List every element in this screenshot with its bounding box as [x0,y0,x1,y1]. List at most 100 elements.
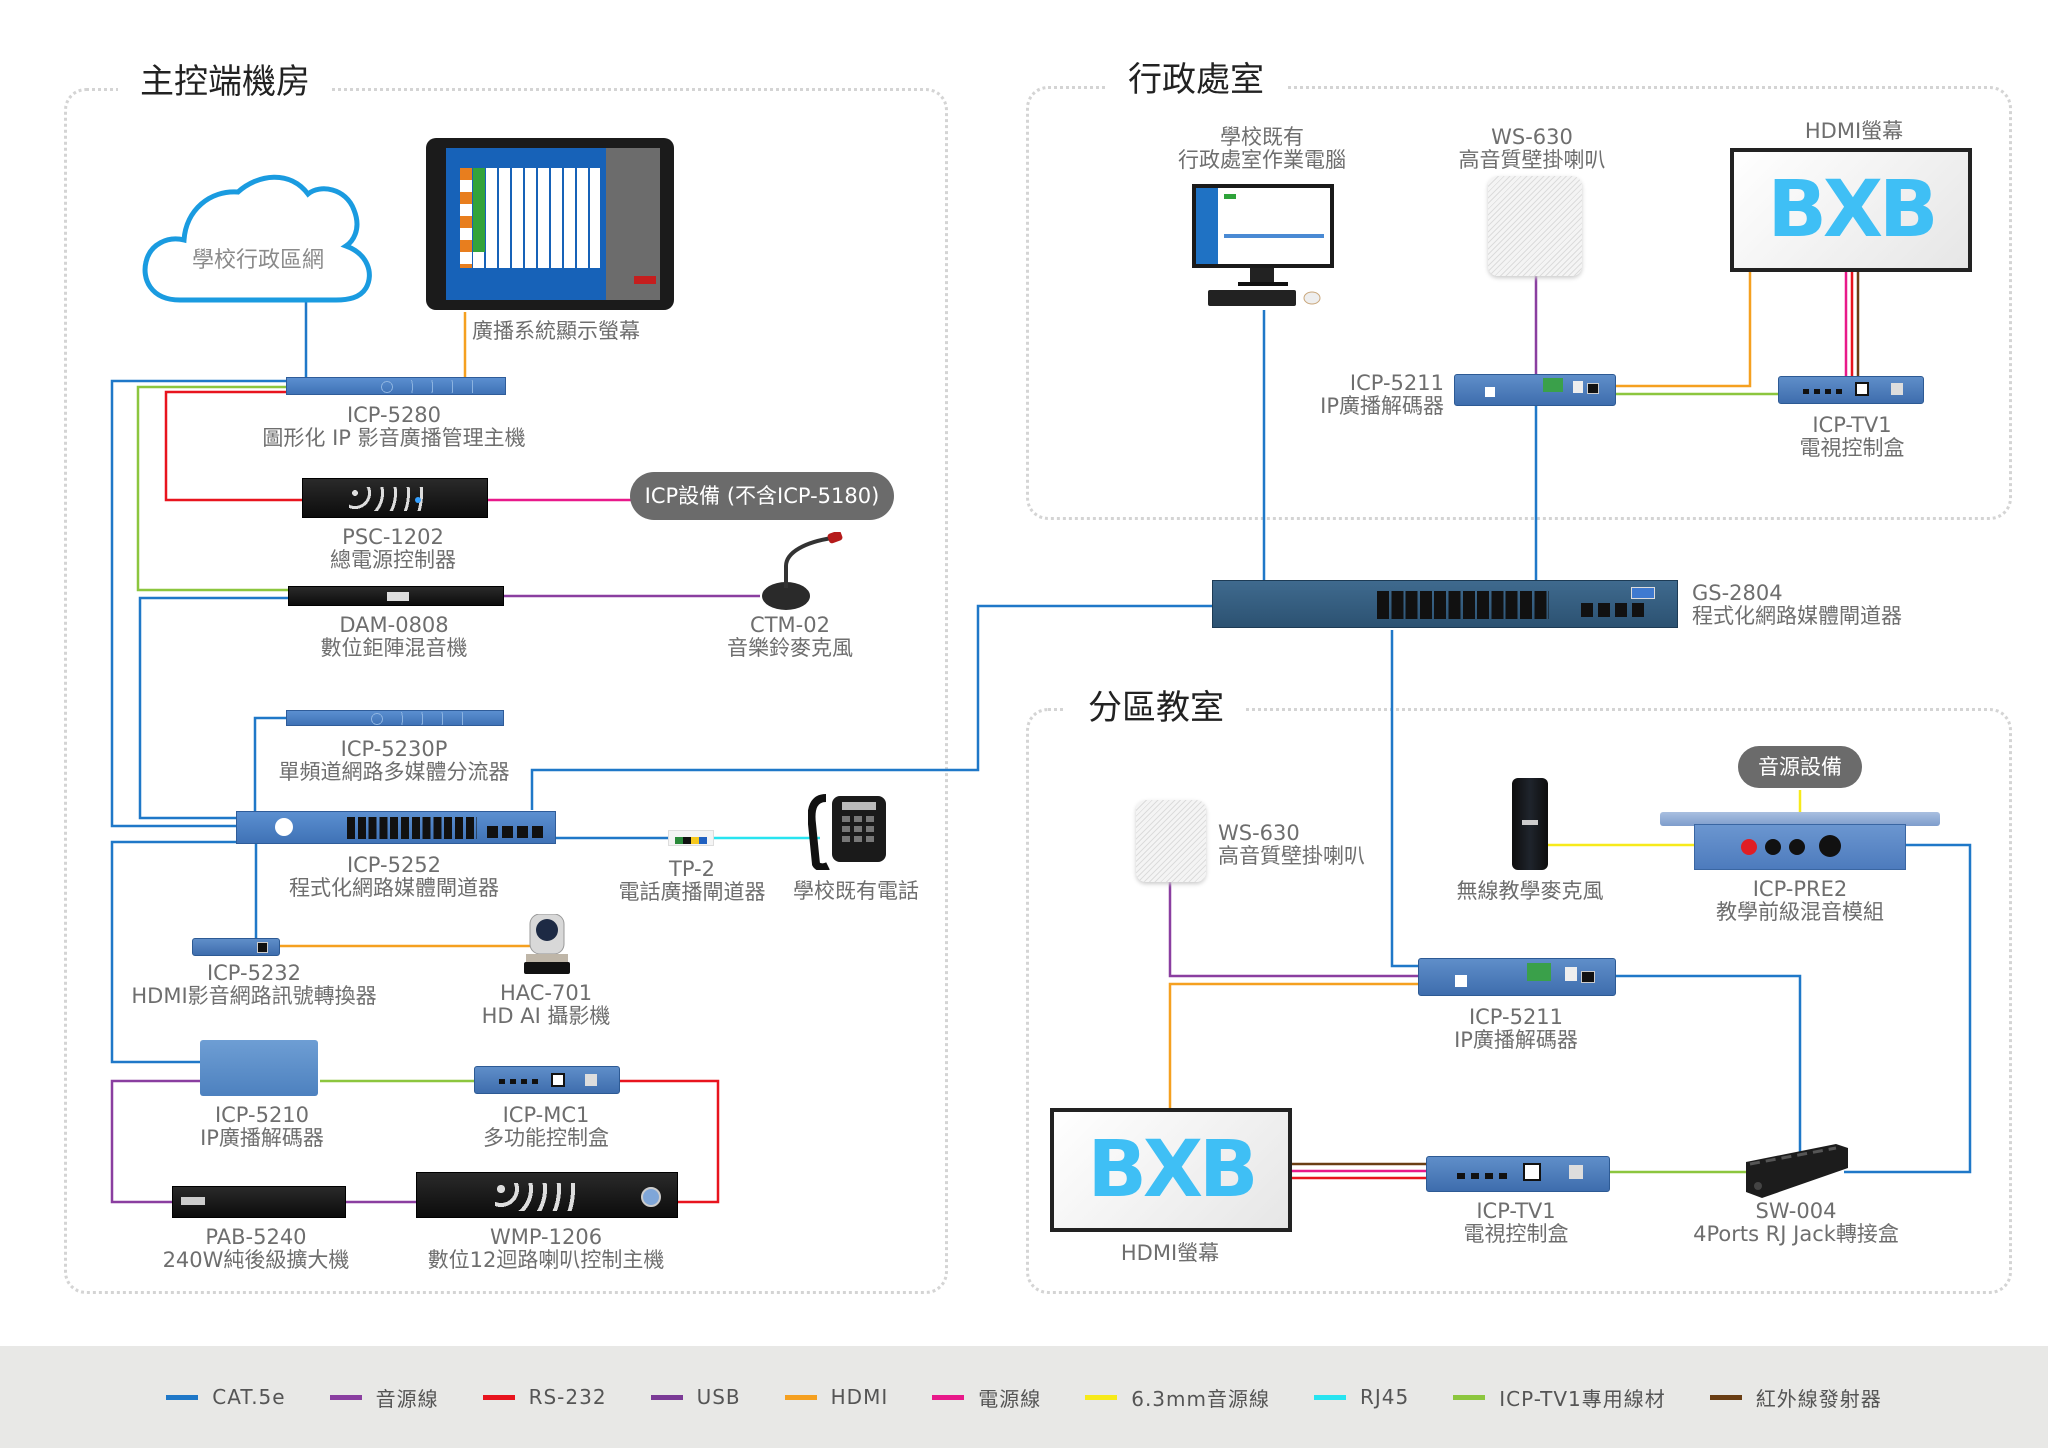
icp-5252-label: ICP-5252 程式化網路媒體閘道器 [289,854,499,900]
icp-5252-model: ICP-5252 [346,853,442,877]
wire-rs232-mc1-wmp [618,1079,720,1204]
hac-701-camera-icon [524,914,570,974]
icp-5280-device[interactable] [286,377,506,395]
icp-5232-device[interactable] [192,938,280,956]
admin-ws-630-desc: 高音質壁掛喇叭 [1458,148,1606,172]
psc-1202-label: PSC-1202 總電源控制器 [330,526,456,572]
icp-5230p-device[interactable] [286,710,504,726]
admin-icp-5211-device[interactable] [1454,374,1616,406]
admin-hdmi-screen: BXB [1730,148,1972,272]
icp-5210-device[interactable] [200,1040,318,1096]
admin-ws-630-label: WS-630 高音質壁掛喇叭 [1459,126,1606,172]
classroom-icp-5211-desc: IP廣播解碼器 [1454,1028,1578,1052]
gs-2804-device[interactable] [1212,580,1678,628]
legend-item: RJ45 [1314,1385,1409,1409]
icp-5230p-desc: 單頻道網路多媒體分流器 [278,760,510,784]
dam-0808-desc: 數位鉅陣混音機 [320,636,468,660]
legend-item: 電源線 [932,1383,1041,1412]
classroom-screen-logo: BXB [1087,1125,1258,1215]
legend-swatch [329,1394,362,1400]
legend-label: USB [696,1385,741,1409]
legend-label: 紅外線發射器 [1755,1386,1882,1411]
legend-swatch [482,1394,515,1400]
sw-004-jack-box-icon [1746,1144,1848,1198]
wmp-1206-label: WMP-1206 數位12迴路喇叭控制主機 [428,1226,665,1272]
icp-mc1-device[interactable] [474,1066,620,1094]
icp-5280-label: ICP-5280 圖形化 IP 影音廣播管理主機 [262,404,525,450]
wmp-1206-desc: 數位12迴路喇叭控制主機 [427,1248,665,1272]
icp-pre2-desc: 教學前級混音模組 [1716,900,1884,924]
classroom-icp-tv1-desc: 電視控制盒 [1463,1222,1569,1246]
tp-2-model: TP-2 [669,857,715,881]
pab-5240-device[interactable] [172,1186,346,1218]
classroom-icp-tv1-device[interactable] [1426,1156,1610,1192]
classroom-icp-tv1-label: ICP-TV1 電視控制盒 [1464,1200,1569,1246]
tp-2-desc: 電話廣播閘道器 [618,880,766,904]
zone-title-admin-office: 行政處室 [1106,60,1286,100]
dam-0808-device[interactable] [288,586,504,606]
psc-1202-model: PSC-1202 [342,525,444,549]
telephone-icon [808,794,886,870]
cloud-label: 學校行政區網 [192,248,325,273]
hac-701-model: HAC-701 [499,981,593,1005]
psc-1202-desc: 總電源控制器 [330,548,456,572]
legend-swatch [1314,1394,1346,1400]
legend-item: HDMI [784,1385,889,1409]
icp-5230p-model: ICP-5230P [340,737,448,761]
wire-tv1cable-5280-dam [136,385,290,592]
tp-2-device[interactable] [668,830,714,846]
zone-classroom [1026,708,2012,1294]
hac-701-label: HAC-701 HD AI 攝影機 [482,982,611,1028]
icp-mc1-desc: 多功能控制盒 [483,1126,609,1150]
zone-title-classroom: 分區教室 [1066,688,1246,728]
icp-5252-device[interactable] [236,811,556,844]
admin-screen-logo: BXB [1767,165,1938,255]
zone-control-room [64,88,948,1294]
wireless-mic-device [1512,778,1548,870]
wire-hdmi-5211-screen [1614,272,1752,388]
classroom-hdmi-screen: BXB [1050,1108,1292,1232]
legend-label: HDMI [830,1385,889,1409]
sw-004-desc: 4Ports RJ Jack轉接盒 [1693,1222,1899,1246]
admin-icp-5211-desc: IP廣播解碼器 [1320,394,1444,418]
wire-cat5e-gs2804-5211 [1390,630,1420,968]
sw-004-label: SW-004 4Ports RJ Jack轉接盒 [1693,1200,1899,1246]
cloud-icon [142,174,372,303]
icp-5252-desc: 程式化網路媒體閘道器 [289,876,499,900]
wire-rs232-5280-psc [164,390,305,502]
wireless-mic-label: 無線教學麥克風 [1456,879,1604,903]
classroom-hdmi-screen-label: HDMI螢幕 [1120,1241,1220,1265]
ctm-02-desc: 音樂鈴麥克風 [727,636,853,660]
legend-label: RJ45 [1360,1385,1410,1409]
classroom-icp-5211-device[interactable] [1418,958,1616,996]
icp-5232-label: ICP-5232 HDMI影音網路訊號轉換器 [131,962,376,1008]
icp-pre2-label: ICP-PRE2 教學前級混音模組 [1716,878,1884,924]
admin-pc-label: 學校既有 行政處室作業電腦 [1178,126,1346,172]
classroom-icp-tv1-model: ICP-TV1 [1476,1199,1556,1223]
icp-pre2-device[interactable] [1660,812,1940,870]
psc-1202-device[interactable] [302,478,488,518]
legend-swatch [1453,1394,1486,1400]
pab-5240-model: PAB-5240 [205,1225,307,1249]
audio-source-pill: 音源設備 [1738,746,1862,788]
wmp-1206-device[interactable] [416,1172,678,1218]
classroom-icp-5211-label: ICP-5211 IP廣播解碼器 [1454,1006,1578,1052]
legend-item: 音源線 [329,1383,439,1412]
icp-5230p-label: ICP-5230P 單頻道網路多媒體分流器 [279,738,510,784]
ctm-02-label: CTM-02 音樂鈴麥克風 [727,614,853,660]
legend-item: 紅外線發射器 [1709,1383,1882,1412]
legend-swatch [1709,1394,1742,1400]
legend-swatch [650,1394,683,1400]
admin-icp-tv1-device[interactable] [1778,376,1924,404]
admin-pc-line2: 行政處室作業電腦 [1178,148,1346,172]
legend-item: RS-232 [482,1385,607,1409]
admin-icp-5211-model: ICP-5211 [1349,371,1444,395]
classroom-ws-630-speaker [1136,800,1206,882]
dam-0808-model: DAM-0808 [339,613,449,637]
legend-swatch [784,1394,817,1400]
legend-swatch [932,1394,965,1400]
icp-pre2-model: ICP-PRE2 [1752,877,1848,901]
classroom-ws-630-model: WS-630 [1218,821,1300,845]
